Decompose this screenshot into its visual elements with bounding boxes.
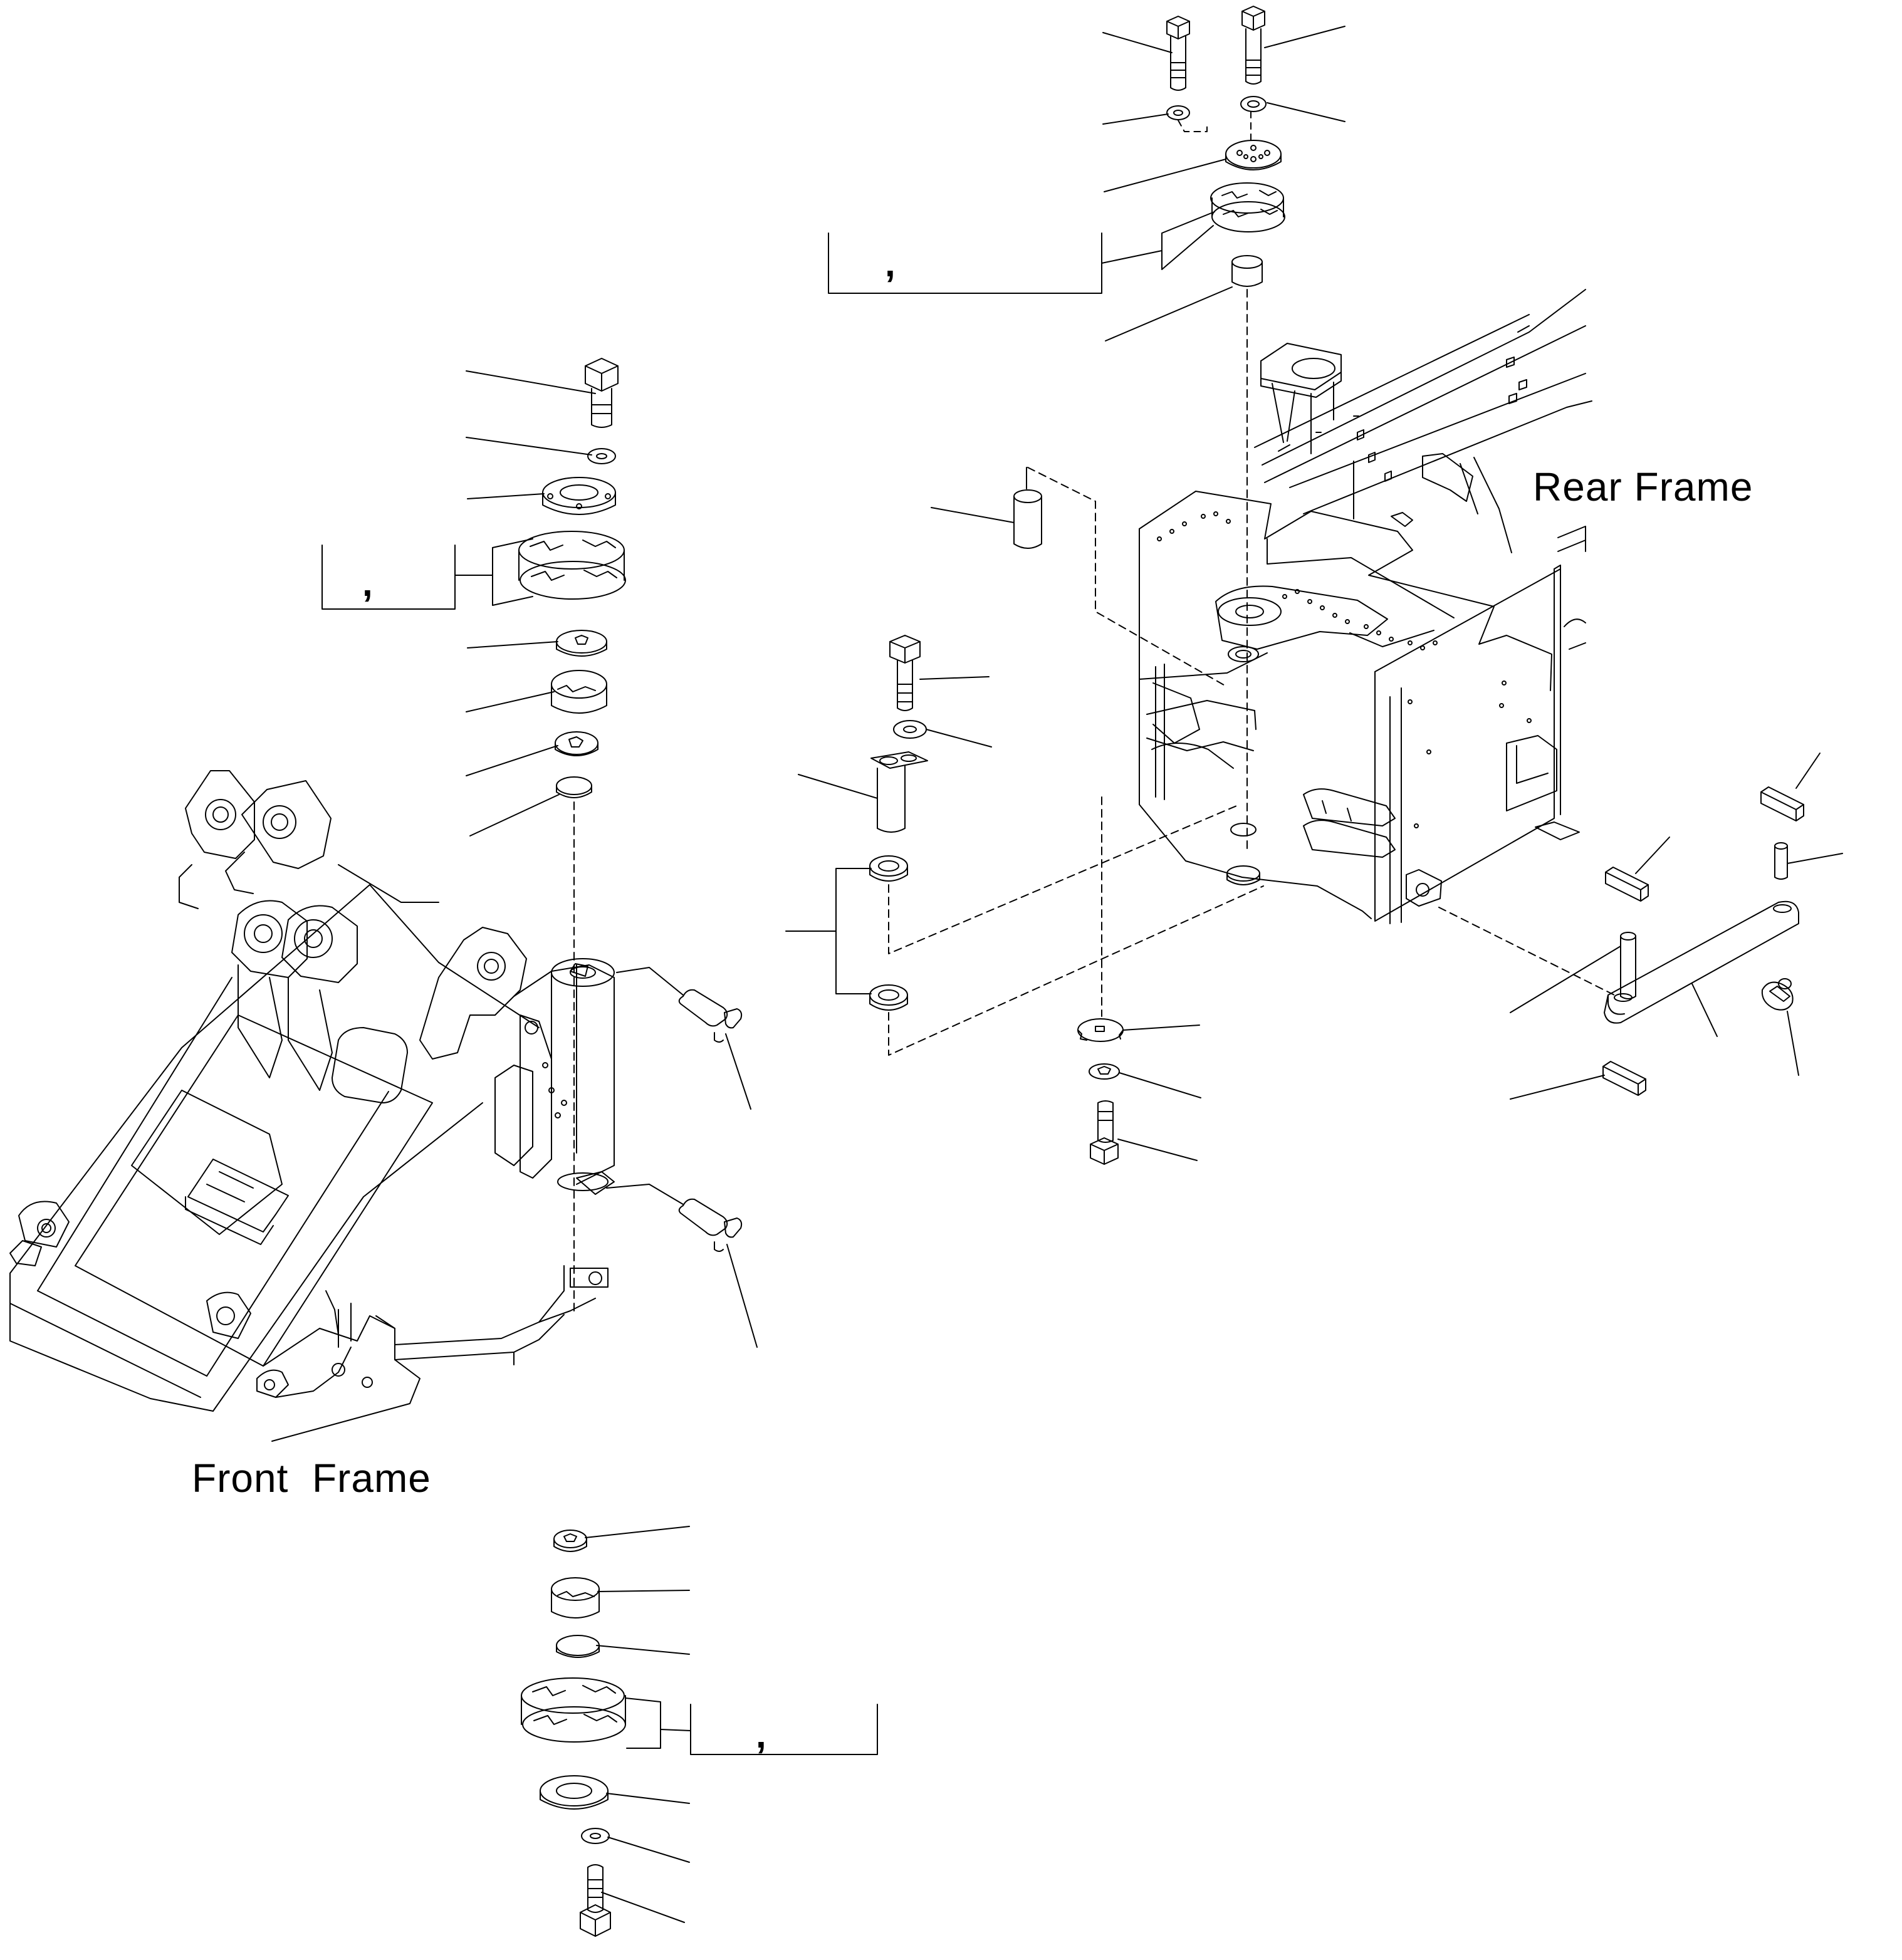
callout-bracket-top: , xyxy=(885,242,896,284)
pin-block-e xyxy=(1603,1061,1646,1095)
bolt-left-stack xyxy=(585,358,618,427)
callout-bracket-left: , xyxy=(362,562,373,604)
rear-lower-hinge-parts xyxy=(786,467,1263,1164)
rear-frame xyxy=(1139,289,1592,924)
bearing-lower xyxy=(551,1578,599,1618)
pin-block-b xyxy=(1606,867,1648,901)
shim-stack-top xyxy=(1211,183,1285,232)
washer-lower-right xyxy=(1078,1019,1123,1041)
shim-stack-upper xyxy=(519,531,625,599)
front-lower-hinge-stack xyxy=(521,1526,877,1936)
pin-upper-mid xyxy=(1014,467,1227,687)
callout-bracket-bottom: , xyxy=(756,1714,766,1756)
front-upper-hinge-stack xyxy=(322,358,625,1316)
pin-plate-mid xyxy=(871,752,927,832)
lock-bar-parts xyxy=(1439,753,1842,1099)
grease-fittings xyxy=(607,967,757,1347)
grease-fitting-upper xyxy=(617,967,751,1109)
seal-upper xyxy=(556,777,592,798)
rear-frame-label: Rear Frame xyxy=(1533,464,1753,509)
retainer-plate-upper xyxy=(543,477,615,514)
front-frame-label: Front Frame xyxy=(192,1456,431,1501)
pin-block-a xyxy=(1761,787,1804,821)
pin-c xyxy=(1775,843,1787,879)
bushing-top xyxy=(1232,256,1262,286)
bearing-upper xyxy=(551,670,607,713)
grease-fitting-lower xyxy=(607,1184,757,1347)
lock-bar xyxy=(1604,902,1799,1023)
bearing-cap-upper xyxy=(556,630,607,656)
bushing-mid-upper xyxy=(870,856,907,881)
bushing-mid-lower xyxy=(870,985,907,1010)
bearing-cone-lower xyxy=(556,1635,599,1657)
bearing-cone-upper xyxy=(555,732,598,756)
lock-pin-with-ring xyxy=(1762,979,1793,1010)
bolt-right-top xyxy=(1242,6,1265,84)
shim-stack-lower xyxy=(521,1678,625,1742)
bolt-left-top xyxy=(1167,16,1189,90)
pin-d xyxy=(1621,932,1636,999)
bearing-cap-lower xyxy=(554,1530,587,1551)
retainer-plate-lower xyxy=(540,1776,608,1809)
bolt-mid xyxy=(890,635,920,711)
bolt-lower-right xyxy=(1090,1101,1118,1164)
rear-upper-hinge-stack xyxy=(828,6,1345,853)
bolt-lower xyxy=(580,1865,610,1936)
front-frame xyxy=(10,771,614,1441)
